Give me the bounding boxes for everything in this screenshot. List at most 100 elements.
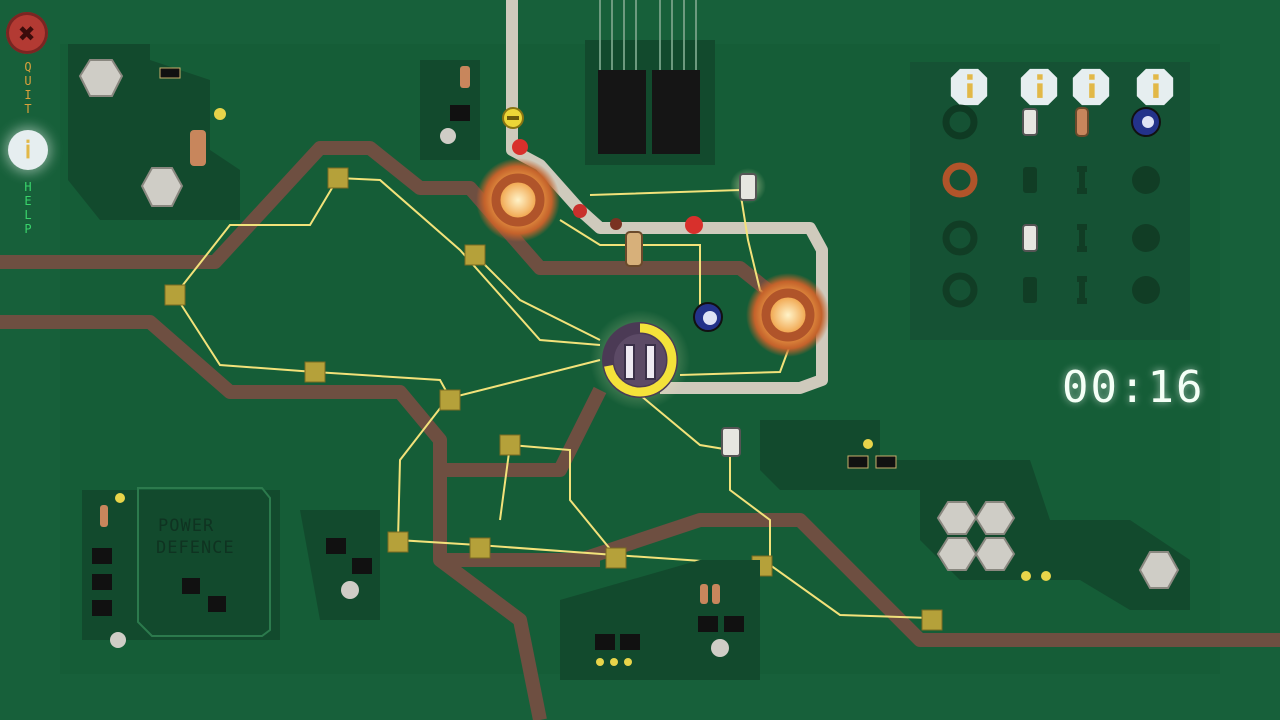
junction-node xyxy=(304,361,326,383)
help-button[interactable]: ⅰ xyxy=(8,130,48,170)
junction-node xyxy=(469,537,491,559)
trace-5 xyxy=(639,394,931,619)
palette-slot-resistor[interactable] xyxy=(1062,102,1102,142)
quit-letter: U xyxy=(24,74,32,88)
trace-3 xyxy=(396,397,761,566)
info-icon[interactable] xyxy=(1135,67,1174,106)
quit-letter: I xyxy=(24,88,32,102)
tower-resistor[interactable] xyxy=(625,231,643,267)
info-icon[interactable] xyxy=(1071,67,1110,106)
tower-toroid-right[interactable] xyxy=(746,273,830,357)
disc-icon xyxy=(1132,224,1160,252)
trace-2 xyxy=(174,294,601,400)
pause-button[interactable] xyxy=(598,320,682,404)
info-icon[interactable] xyxy=(949,67,988,106)
track-bottom-right xyxy=(577,513,1280,647)
memory-chip xyxy=(652,70,700,154)
palette-slot-disc xyxy=(1126,160,1166,200)
positive-charge-enemy xyxy=(685,216,703,234)
junction-node xyxy=(605,547,627,569)
toroid-icon xyxy=(942,272,978,308)
resistor-icon xyxy=(1077,276,1087,304)
help-letter: P xyxy=(24,222,32,236)
chip-small xyxy=(847,455,869,469)
palette-slot-resistor xyxy=(1062,160,1102,200)
capacitor-can xyxy=(936,501,978,535)
chip-small xyxy=(159,67,181,79)
cluster-upper-middle xyxy=(420,60,480,160)
capacitor-can xyxy=(140,167,184,207)
palette-slot-toroid xyxy=(940,270,980,310)
powered-traces xyxy=(174,176,931,619)
palette-slot-disc xyxy=(1126,218,1166,258)
capacitor-can xyxy=(974,537,1016,571)
toroid-coil xyxy=(761,288,815,342)
help-label: H E L P xyxy=(18,180,38,236)
palette-slot-disc[interactable] xyxy=(1126,102,1166,142)
junction-nodes xyxy=(164,167,943,631)
junction-node xyxy=(464,244,486,266)
junction-node xyxy=(327,167,349,189)
palette-slot-resistor xyxy=(1062,218,1102,258)
trace-1 xyxy=(174,176,601,346)
solder-pad xyxy=(214,108,226,120)
capacitor-can xyxy=(1138,551,1180,589)
palette-slot-capacitor[interactable] xyxy=(1010,102,1050,142)
junction-node xyxy=(499,434,521,456)
trace-7 xyxy=(559,219,701,315)
cluster-plate xyxy=(82,490,280,640)
tower-capacitor-upper[interactable] xyxy=(730,168,766,204)
palette-slot-resistor xyxy=(1062,270,1102,310)
tower-toroid-upper[interactable] xyxy=(476,158,560,242)
active-path-main xyxy=(506,0,828,394)
quit-label: Q U I T xyxy=(18,60,38,116)
tower-disc[interactable] xyxy=(693,302,723,332)
disc-icon xyxy=(1131,107,1161,137)
capacitor-can xyxy=(936,537,978,571)
capacitor-icon xyxy=(1023,167,1037,193)
palette-slot-capacitor xyxy=(1010,160,1050,200)
memory-chip xyxy=(598,70,646,154)
junction-node xyxy=(921,609,943,631)
palette-slot-capacitor xyxy=(1010,270,1050,310)
help-letter: L xyxy=(24,208,32,222)
help-letter: H xyxy=(24,180,32,194)
charge-enemy xyxy=(610,218,622,230)
toroid-icon xyxy=(942,220,978,256)
palette-slot-disc xyxy=(1126,270,1166,310)
palette-slot-capacitor[interactable] xyxy=(1010,218,1050,258)
palette-slot-toroid[interactable] xyxy=(940,102,980,142)
tower-palette xyxy=(910,62,1190,340)
palette-slot-toroid xyxy=(940,218,980,258)
info-icon: ⅰ xyxy=(24,136,32,164)
trace-6 xyxy=(474,254,601,341)
cluster-bottom-center-left xyxy=(300,510,380,620)
resistor-icon xyxy=(1077,166,1087,194)
resistor xyxy=(460,66,470,88)
quit-button[interactable]: ✖ xyxy=(6,12,48,54)
cluster-bottom-center xyxy=(560,560,760,680)
trace-4 xyxy=(499,443,616,556)
toroid-icon xyxy=(942,162,978,198)
board-label-line2: DEFENCE xyxy=(156,538,235,558)
resistor-icon xyxy=(1075,107,1089,137)
tower-capacitor-lower[interactable] xyxy=(721,427,741,457)
enemy-markers xyxy=(502,107,703,234)
junction-node xyxy=(164,284,186,306)
capacitor-icon xyxy=(1023,277,1037,303)
chip-small xyxy=(450,105,470,121)
board-label-line1: POWER xyxy=(158,516,215,536)
wave-timer: 00:16 xyxy=(1062,362,1205,413)
positive-charge-enemy xyxy=(573,204,587,218)
palette-slot-toroid[interactable] xyxy=(940,160,980,200)
fire-aura xyxy=(746,273,830,357)
active-path xyxy=(506,0,828,394)
capacitor-icon xyxy=(1022,108,1038,136)
capacitor-can xyxy=(440,128,456,144)
info-icon[interactable] xyxy=(1019,67,1058,106)
toroid-coil xyxy=(491,173,545,227)
close-icon: ✖ xyxy=(18,16,36,50)
capacitor-can xyxy=(974,501,1016,535)
capacitor-icon xyxy=(1022,224,1038,252)
